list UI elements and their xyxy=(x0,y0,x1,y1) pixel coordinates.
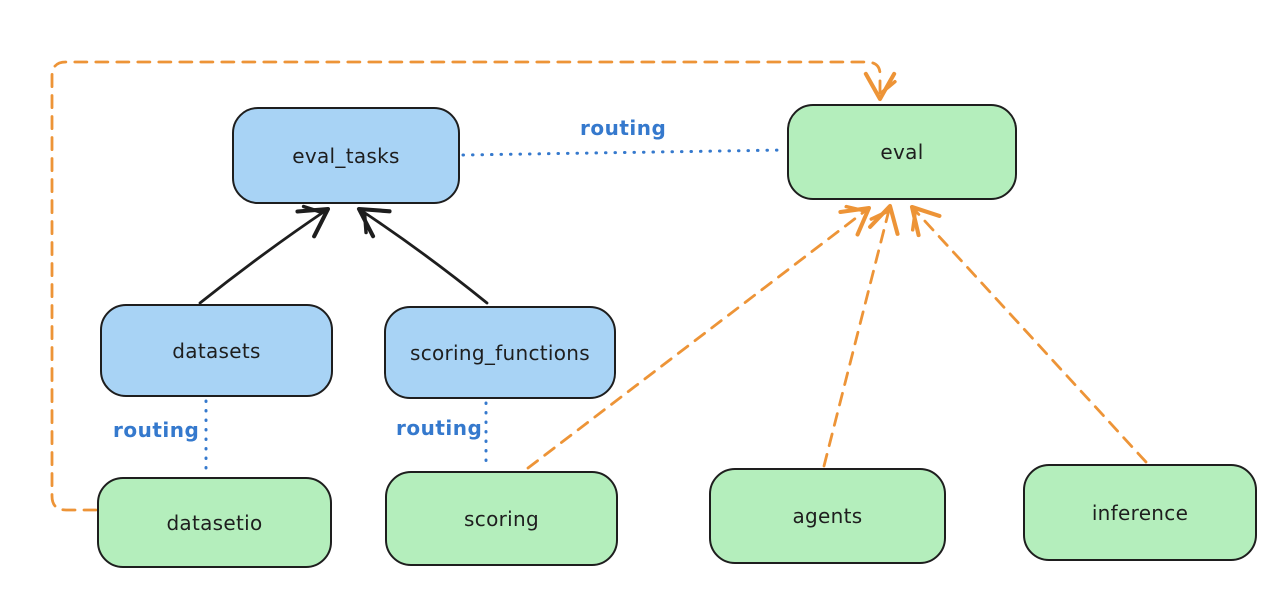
edge-label-routing-scoring: routing xyxy=(396,416,483,440)
node-scoring: scoring xyxy=(385,471,618,566)
edge-datasetio-to-eval xyxy=(50,60,897,512)
edge-eval-tasks-to-eval-routing xyxy=(461,148,787,157)
node-inference-label: inference xyxy=(1091,500,1189,525)
edge-inference-to-eval xyxy=(909,204,1148,464)
node-datasetio-label: datasetio xyxy=(166,510,263,535)
edge-scoring-functions-to-eval-tasks xyxy=(356,206,489,305)
node-agents-label: agents xyxy=(792,504,863,528)
node-agents: agents xyxy=(709,468,946,564)
node-eval-tasks: eval_tasks xyxy=(232,107,460,204)
node-datasets: datasets xyxy=(100,304,333,397)
edge-label-routing-eval: routing xyxy=(580,116,667,140)
node-scoring-label: scoring xyxy=(464,506,539,531)
node-eval-label: eval xyxy=(880,140,924,164)
edge-label-routing-datasetio: routing xyxy=(113,418,200,442)
node-eval: eval xyxy=(787,104,1017,200)
node-scoring-functions: scoring_functions xyxy=(384,306,616,399)
node-datasetio: datasetio xyxy=(97,477,332,568)
node-scoring-functions-label: scoring_functions xyxy=(409,340,591,365)
node-inference: inference xyxy=(1023,464,1257,561)
edge-datasets-to-eval-tasks xyxy=(198,204,331,305)
node-eval-tasks-label: eval_tasks xyxy=(292,143,400,168)
node-datasets-label: datasets xyxy=(172,338,261,363)
edge-agents-to-eval xyxy=(822,203,900,468)
